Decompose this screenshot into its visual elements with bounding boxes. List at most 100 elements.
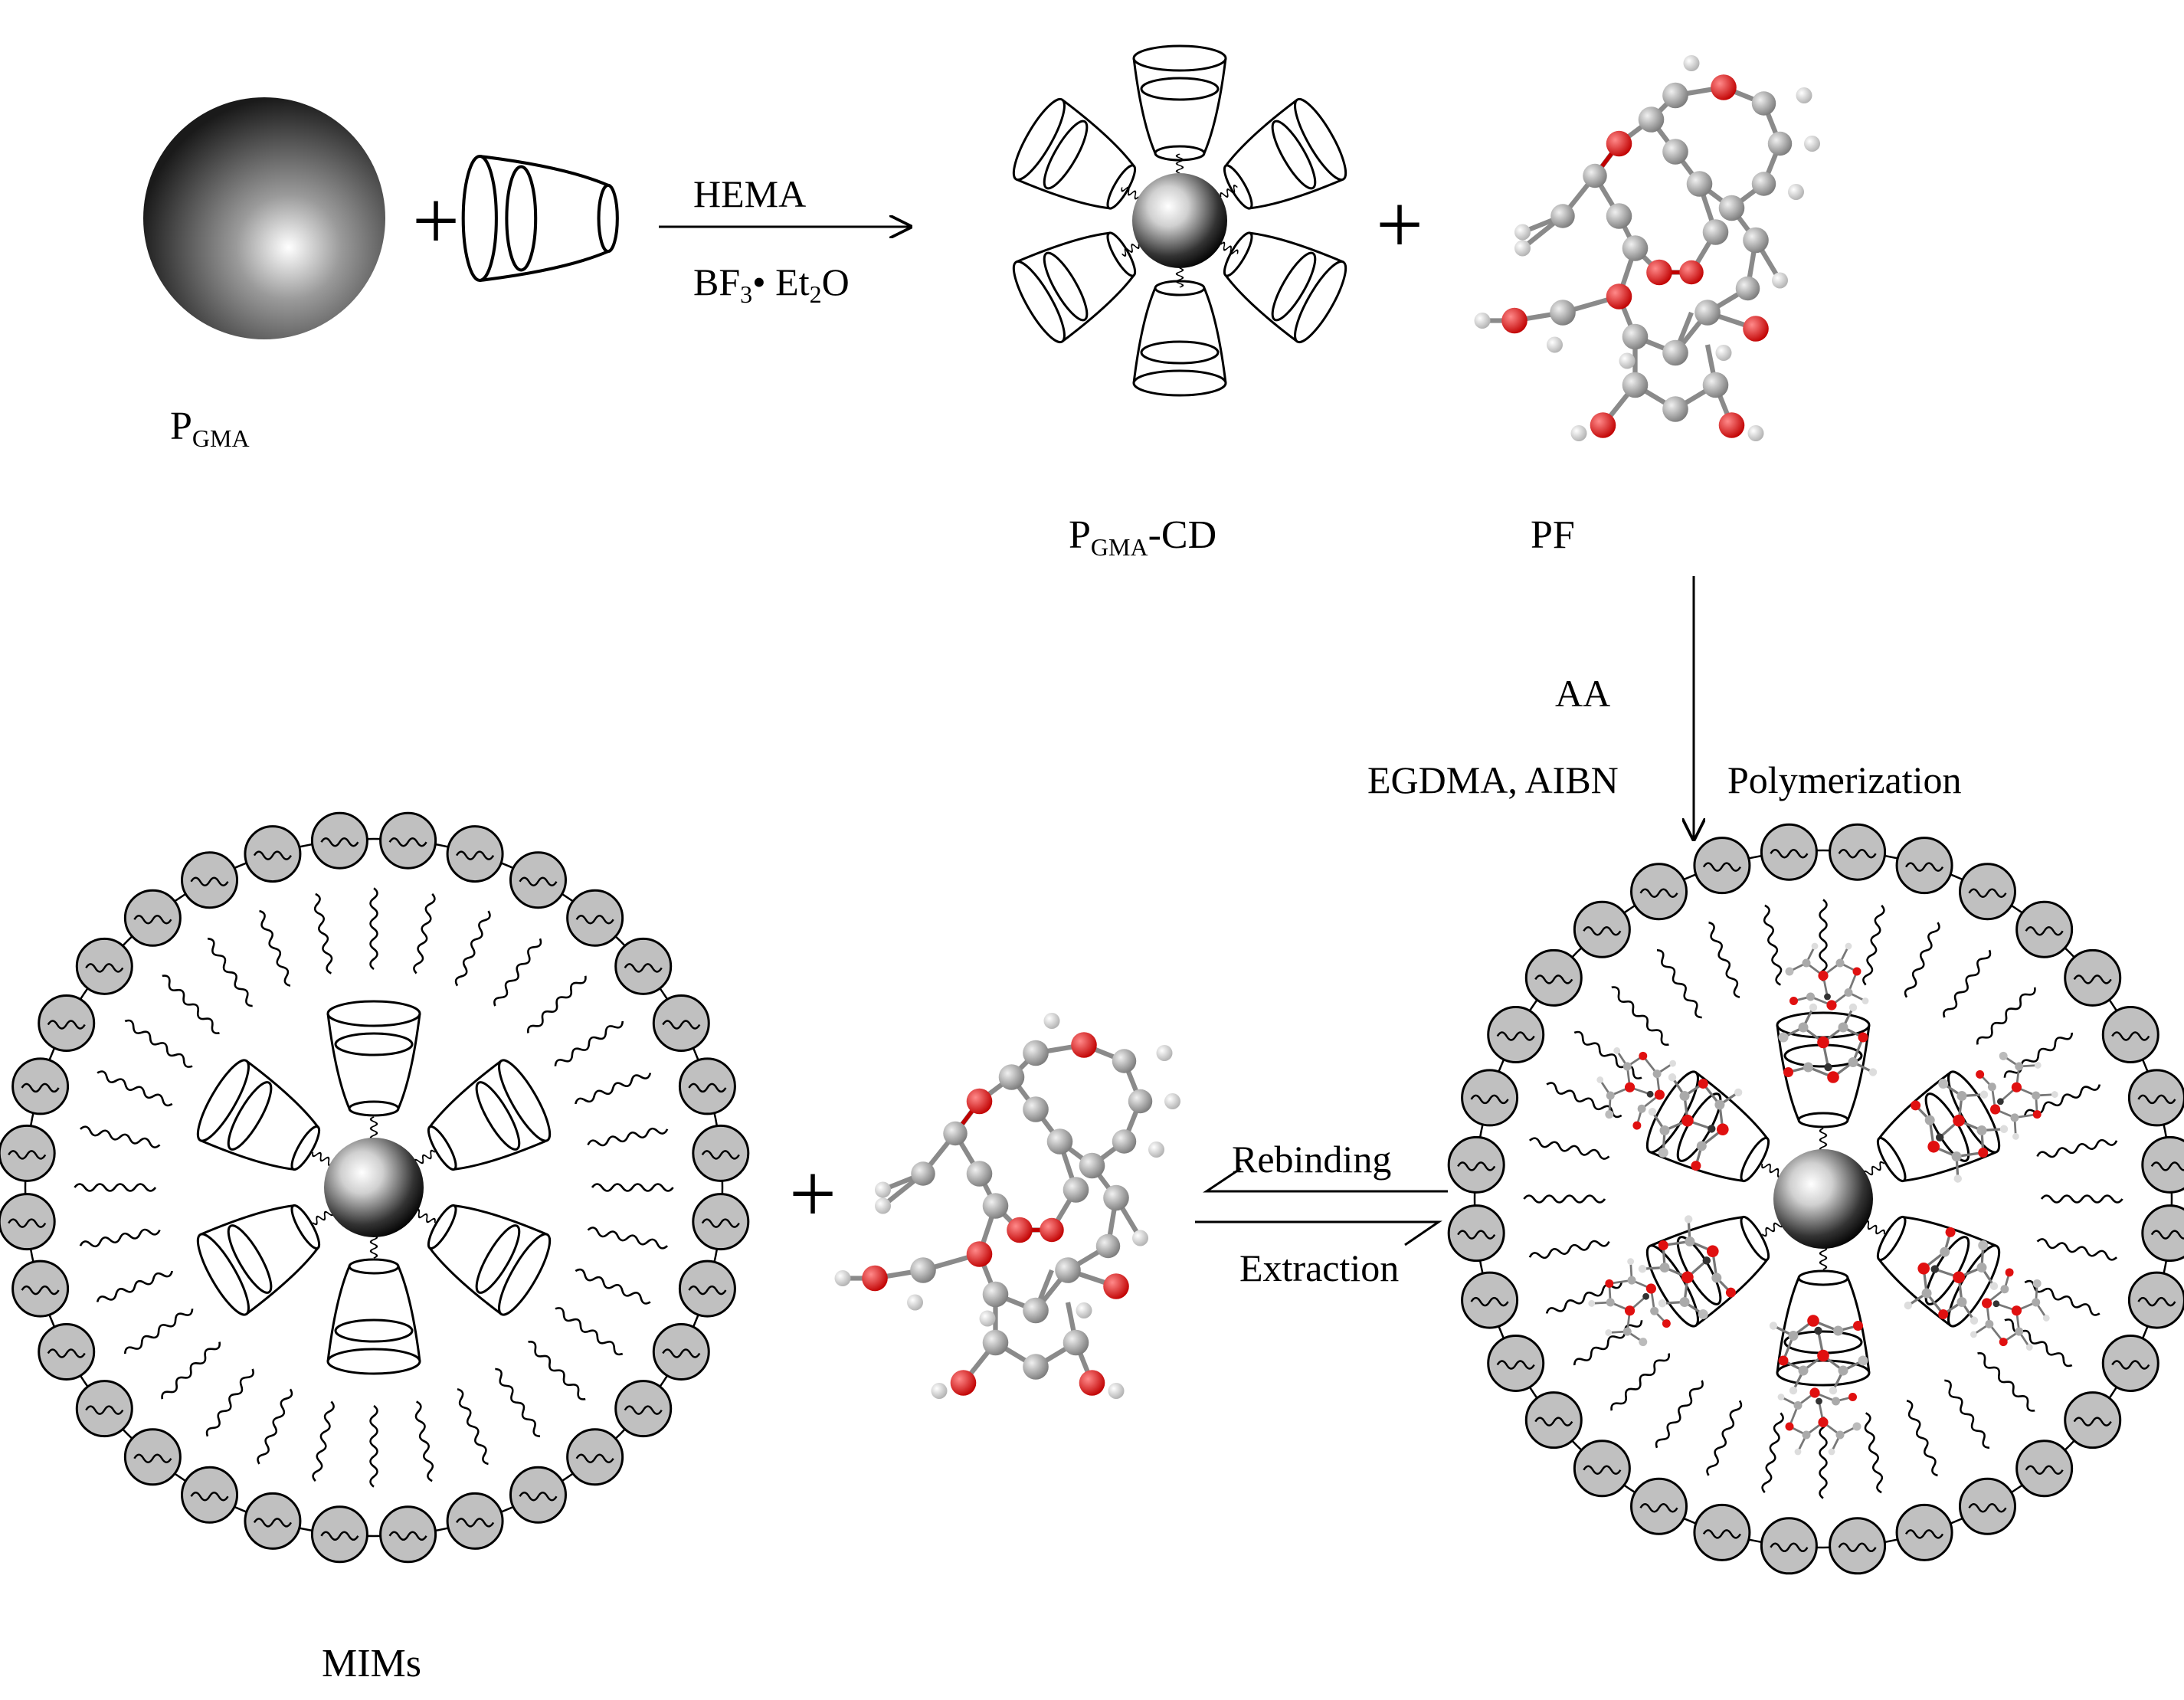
polymer-chain xyxy=(1608,1350,1672,1414)
polymer-chain xyxy=(453,909,493,988)
shell-bead xyxy=(566,889,624,947)
cyclodextrin-cup xyxy=(188,1182,336,1322)
polymer-chain xyxy=(1902,1398,1942,1478)
cyclodextrin-cup xyxy=(1768,1269,1871,1456)
shell-bead xyxy=(38,994,96,1053)
shell-bead xyxy=(123,889,182,947)
cyclodextrin-cup xyxy=(463,156,617,280)
polymer-chain xyxy=(586,1225,670,1250)
pf-label: PF xyxy=(1531,513,1575,557)
plus-sign-1: + xyxy=(412,174,460,267)
shell-bead xyxy=(0,1193,56,1251)
shell-bead xyxy=(1573,900,1631,958)
polymer-chain xyxy=(95,1266,175,1306)
polymer-chain xyxy=(453,1387,493,1466)
polymer-chain xyxy=(1571,1316,1645,1370)
shell-bead xyxy=(2127,1069,2184,1127)
polymer-chain xyxy=(311,1400,336,1483)
polymer-chain xyxy=(491,1366,545,1440)
cyclodextrin-cup xyxy=(1776,942,1878,1128)
cyclodextrin-cup xyxy=(1861,1037,2069,1204)
shell-bead xyxy=(614,1380,673,1438)
polymer-chain xyxy=(74,1183,157,1192)
shell-bead xyxy=(509,851,567,909)
shell-bead xyxy=(2101,1334,2159,1392)
shell-bead xyxy=(692,1193,750,1251)
shell-bead xyxy=(1630,863,1688,921)
polymer-chain xyxy=(78,1225,162,1250)
shell-bead xyxy=(1630,1477,1688,1535)
bound-template xyxy=(1784,942,1870,1011)
mims-particle xyxy=(0,811,750,1564)
shell-bead xyxy=(2064,1391,2122,1449)
shell-bead xyxy=(1447,1204,1505,1263)
polymer-chain xyxy=(1940,1377,1994,1451)
shell-bead xyxy=(244,1492,302,1550)
shell-bead xyxy=(2015,1440,2074,1498)
polymer-chain xyxy=(525,1338,589,1403)
shell-bead xyxy=(1461,1271,1519,1329)
shell-bead xyxy=(181,1466,239,1524)
cyclodextrin-cup xyxy=(1577,1194,1786,1361)
polymer-chain xyxy=(1974,1350,2038,1414)
polymer-chain xyxy=(1527,1237,1611,1262)
shell-ring xyxy=(24,837,724,1538)
shell-bead xyxy=(1524,1391,1583,1449)
shell-bead xyxy=(1461,1069,1519,1127)
polymer-chain xyxy=(122,1305,195,1358)
polymer-chain xyxy=(1760,903,1786,987)
polymer-chain xyxy=(552,1017,626,1070)
shell-bead xyxy=(1487,1334,1545,1392)
plus-sign-2: + xyxy=(1376,178,1423,271)
polymerization-label: Polymerization xyxy=(1727,758,1962,801)
shell-bead xyxy=(75,1380,133,1438)
shell-bead xyxy=(1760,1517,1818,1575)
polymer-chain xyxy=(1902,920,1942,1000)
polymer-chain xyxy=(95,1069,175,1109)
aa-label: AA xyxy=(1555,672,1610,715)
shell-bead xyxy=(244,825,302,883)
hema-label: HEMA xyxy=(693,172,806,215)
polymer-chain xyxy=(369,1404,378,1488)
polymer-chain xyxy=(552,1305,626,1358)
shell-bead xyxy=(1487,1006,1545,1064)
shell-bead xyxy=(0,1124,56,1182)
imprinted-particle xyxy=(1447,823,2184,1575)
polymer-chain xyxy=(1571,1028,1645,1082)
cyclodextrin-cup xyxy=(1861,1194,2065,1368)
polymer-chain xyxy=(1704,1398,1744,1478)
shell-bead xyxy=(1895,1503,1953,1561)
polymer-chain xyxy=(203,935,257,1009)
polymer-chain xyxy=(1819,899,1828,982)
polymer-chain xyxy=(2040,1194,2123,1204)
shell-bead xyxy=(11,1259,70,1318)
polymer-chain xyxy=(411,892,437,975)
polymer-chain xyxy=(1652,947,1706,1020)
shell-bead xyxy=(2015,900,2074,958)
shell-bead xyxy=(652,994,710,1053)
cyclodextrin-cup xyxy=(326,1258,421,1375)
polymer-chain xyxy=(525,972,589,1037)
polymer-chain xyxy=(2035,1237,2119,1262)
shell-bead xyxy=(38,1322,96,1381)
shell-bead xyxy=(11,1057,70,1115)
shell-bead xyxy=(2127,1271,2184,1329)
polymer-chain xyxy=(203,1366,257,1440)
polymer-chain xyxy=(573,1266,653,1306)
polymer-chain xyxy=(2002,1316,2075,1370)
core-sphere xyxy=(1773,1149,1873,1249)
cd-tether xyxy=(369,1233,378,1259)
polymer-chain xyxy=(1760,1411,1786,1495)
shell-bead xyxy=(310,811,368,870)
shell-ring xyxy=(1473,849,2173,1549)
shell-bead xyxy=(310,1505,368,1564)
shell-bead xyxy=(1693,1503,1751,1561)
shell-bead xyxy=(1829,1517,1887,1575)
cd-tether xyxy=(1819,1245,1828,1271)
shell-bead xyxy=(1829,823,1887,881)
cyclodextrin-cup xyxy=(411,1053,559,1193)
cyclodextrin-cup xyxy=(326,1000,421,1117)
shell-bead xyxy=(446,825,504,883)
shell-bead xyxy=(1958,863,2016,921)
